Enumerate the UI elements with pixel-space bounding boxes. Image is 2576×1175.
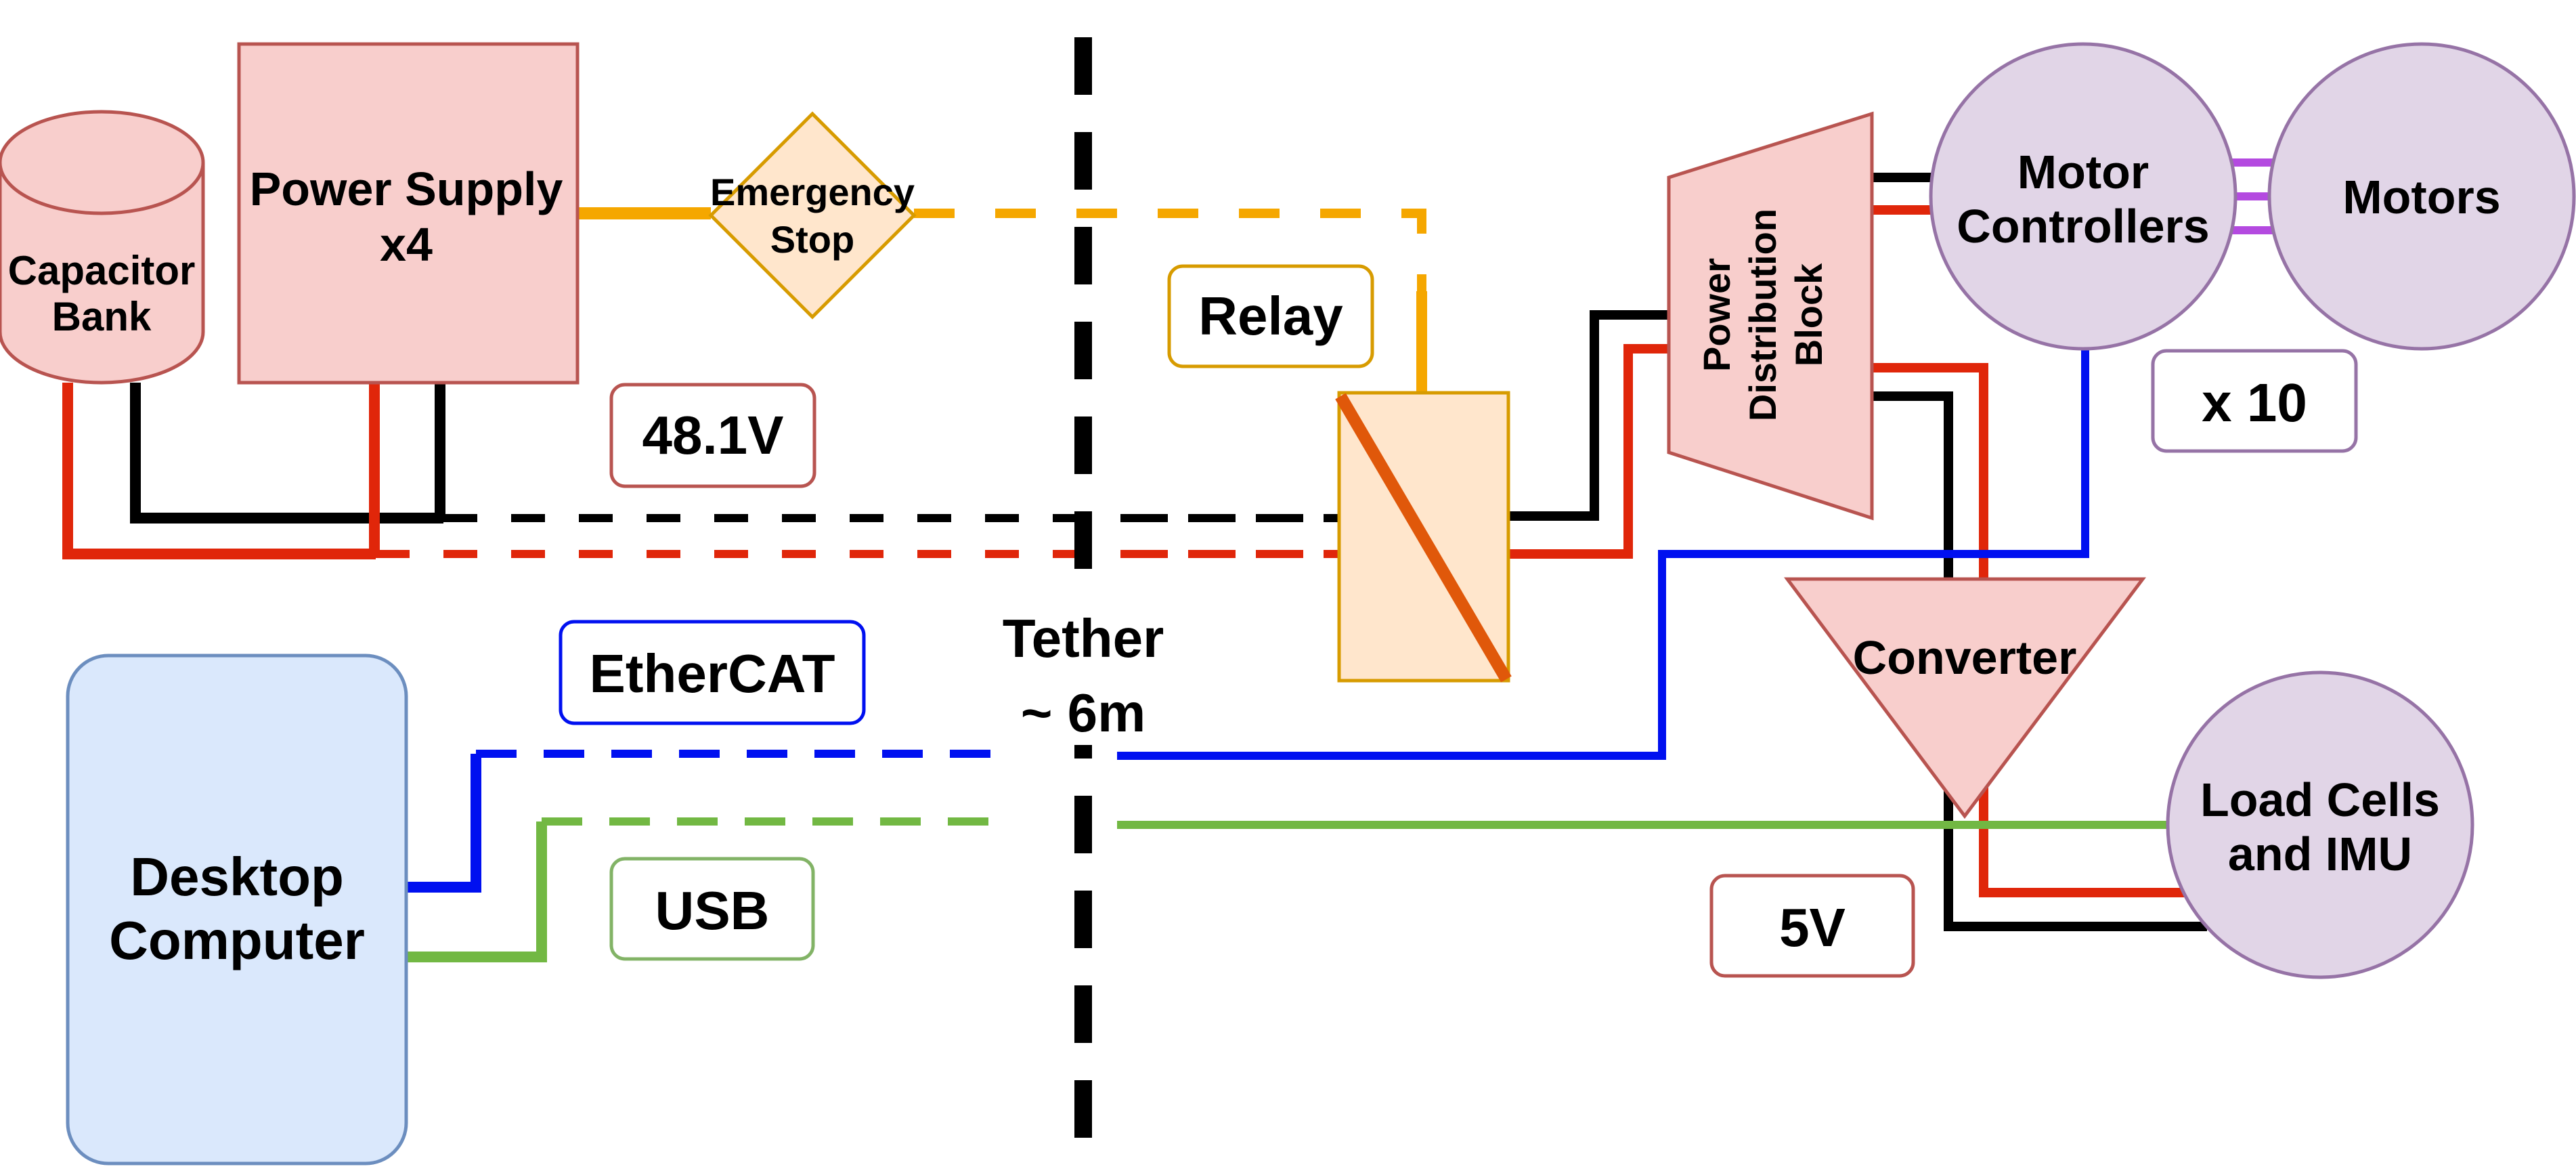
motors: Motors (2267, 42, 2576, 351)
relay (1335, 391, 1512, 683)
capacitor-bank-label-1: Capacitor (8, 248, 196, 293)
ethercat-label: EtherCAT (590, 643, 835, 704)
power-supply: Power Supply x4 (237, 42, 580, 385)
converter-shape (1784, 577, 2147, 819)
converter: Converter (1784, 577, 2147, 819)
motor-controllers-circle (1929, 42, 2237, 351)
emergency-stop-label-2: Stop (770, 218, 854, 261)
power-distribution-label-3: Block (1787, 263, 1830, 366)
motors-circle (2267, 42, 2576, 351)
positive-wire-relay-out (1506, 344, 1672, 559)
emergency-stop-label-1: Emergency (710, 171, 915, 213)
load-cells-circle (2166, 670, 2474, 979)
positive-wire-capacitor (62, 383, 376, 559)
voltage-5-label: 5V (1779, 897, 1846, 958)
ground-wire-5v (1944, 782, 2207, 931)
capacitor-bank: Capacitor Bank (0, 110, 205, 385)
ground-wire-relay-out (1506, 310, 1672, 521)
power-distribution-label-2: Distribution (1741, 209, 1784, 421)
relay-switch-bar (1335, 393, 1512, 683)
power-distribution-label-1: Power (1695, 258, 1738, 372)
power-distribution-block: Power Distribution Block (1667, 111, 1874, 521)
load-cells-label-2: and IMU (2228, 828, 2412, 880)
positive-wire-converter (1872, 363, 1988, 581)
multiplier-label: x 10 (2202, 372, 2307, 433)
tether-annotation: Tether ~ 6m (985, 603, 1181, 745)
ethercat-wire-controllers (1181, 349, 2089, 760)
emergency-stop-shape (708, 111, 917, 320)
motor-controllers-label-1: Motor (2017, 146, 2149, 198)
tether-label-2: ~ 6m (1021, 683, 1146, 743)
desktop-computer-label-1: Desktop (130, 847, 344, 907)
usb-badge: USB (609, 857, 815, 961)
ethercat-wire-desktop (406, 754, 481, 893)
capacitor-bank-label-2: Bank (52, 294, 152, 339)
ground-wire-converter (1872, 391, 1953, 581)
converter-label: Converter (1853, 631, 2077, 684)
emergency-stop: Emergency Stop (708, 111, 917, 320)
desktop-computer: Desktop Computer (66, 654, 408, 1166)
load-cells-label-1: Load Cells (2200, 773, 2440, 826)
motors-label: Motors (2342, 171, 2500, 223)
estop-wire-dashed (914, 209, 1426, 391)
capacitor-bank-top (0, 110, 205, 215)
motor-controllers-label-2: Controllers (1957, 200, 2209, 253)
ground-wire-capacitor (130, 383, 443, 524)
power-supply-label-2: x4 (380, 218, 433, 271)
power-supply-label-1: Power Supply (250, 163, 563, 215)
voltage-48-label: 48.1V (642, 405, 783, 465)
wires (62, 37, 2275, 1172)
usb-label: USB (655, 880, 770, 941)
ethercat-badge: EtherCAT (559, 620, 866, 725)
power-supply-box (237, 42, 580, 385)
power-distribution-shape (1667, 111, 1874, 521)
tether-label-1: Tether (1003, 608, 1164, 668)
relay-badge: Relay (1167, 264, 1374, 368)
load-cells-imu: Load Cells and IMU (2166, 670, 2474, 979)
voltage-5-badge: 5V (1709, 874, 1915, 978)
usb-wire-desktop (406, 821, 547, 962)
motor-controllers: Motor Controllers (1929, 42, 2237, 351)
desktop-computer-label-2: Computer (109, 910, 365, 970)
capacitor-bank-body (0, 163, 205, 385)
positive-wire-5v (1979, 782, 2190, 897)
multiplier-badge: x 10 (2151, 349, 2358, 453)
voltage-48-badge: 48.1V (609, 383, 816, 488)
desktop-computer-box (66, 654, 408, 1166)
relay-label: Relay (1198, 286, 1343, 346)
